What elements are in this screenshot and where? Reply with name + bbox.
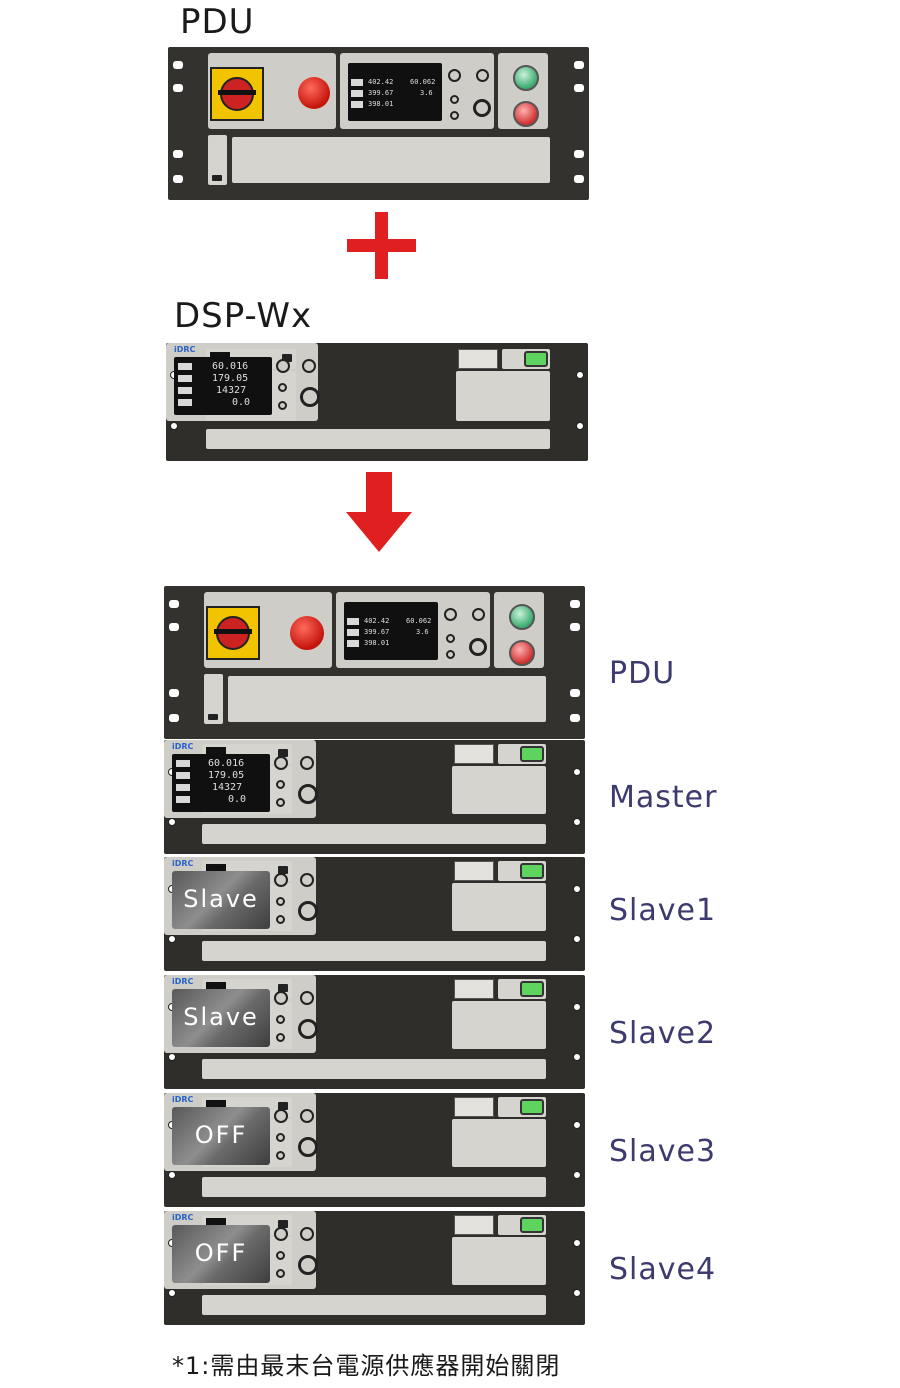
off-button[interactable]	[513, 101, 539, 127]
stack-pdu-unit: 402.42 399.67 398.01 60.062 3.6	[164, 586, 585, 739]
stack-label-slave1: Slave1	[609, 893, 717, 928]
status-led	[520, 981, 544, 997]
down-arrow-icon	[346, 472, 412, 552]
pdu-lcd: 402.42 399.67 398.01 60.062 3.6	[348, 63, 442, 121]
dsp-knob[interactable]	[298, 1137, 318, 1157]
display-panel: 402.42 399.67 398.01 60.062 3.6	[340, 53, 494, 129]
emergency-stop-button[interactable]	[298, 77, 330, 109]
status-led	[520, 1217, 544, 1233]
status-led	[520, 863, 544, 879]
stack-label-slave3: Slave3	[609, 1134, 717, 1169]
slave-screen: Slave	[172, 989, 270, 1047]
off-screen: OFF	[172, 1107, 270, 1165]
stack-label-pdu: PDU	[609, 656, 676, 691]
status-led	[524, 351, 548, 367]
output-panel	[498, 53, 548, 129]
pdu-knob[interactable]	[473, 99, 491, 117]
on-button[interactable]	[513, 65, 539, 91]
dsp-knob[interactable]	[298, 1019, 318, 1039]
stack-label-slave4: Slave4	[609, 1252, 717, 1287]
stack-slave2-unit: iDRC Slave	[164, 975, 585, 1089]
dsp-knob[interactable]	[298, 1255, 318, 1275]
pdu-knob[interactable]	[469, 638, 487, 656]
dsp-lcd: 60.016 179.05 14327 0.0	[174, 357, 272, 415]
footnote: *1:需由最末台電源供應器開始關閉	[172, 1352, 561, 1380]
dsp-knob[interactable]	[298, 784, 318, 804]
switch-panel	[208, 53, 336, 129]
main-switch[interactable]	[210, 67, 264, 121]
stack-label-master: Master	[609, 780, 718, 815]
dsp-knob[interactable]	[300, 387, 320, 407]
on-button[interactable]	[509, 604, 535, 630]
status-led	[520, 1099, 544, 1115]
main-switch[interactable]	[206, 606, 260, 660]
dsp-unit: iDRC 60.016 179.05 14327 0.0	[166, 343, 588, 461]
stack-slave1-unit: iDRC Slave	[164, 857, 585, 971]
dsp-heading: DSP-Wx	[174, 296, 313, 336]
off-button[interactable]	[509, 640, 535, 666]
stack-master-unit: iDRC 60.016 179.05 14327 0.0	[164, 740, 585, 854]
stack-label-slave2: Slave2	[609, 1016, 717, 1051]
stack-slave4-unit: iDRC OFF	[164, 1211, 585, 1325]
plus-icon	[347, 212, 416, 279]
stack-slave3-unit: iDRC OFF	[164, 1093, 585, 1207]
dsp-knob[interactable]	[298, 901, 318, 921]
slave-screen: Slave	[172, 871, 270, 929]
off-screen: OFF	[172, 1225, 270, 1283]
pdu-heading: PDU	[180, 2, 255, 42]
emergency-stop-button[interactable]	[290, 616, 324, 650]
pdu-unit: 402.42 399.67 398.01 60.062 3.6	[168, 47, 589, 200]
status-led	[520, 746, 544, 762]
